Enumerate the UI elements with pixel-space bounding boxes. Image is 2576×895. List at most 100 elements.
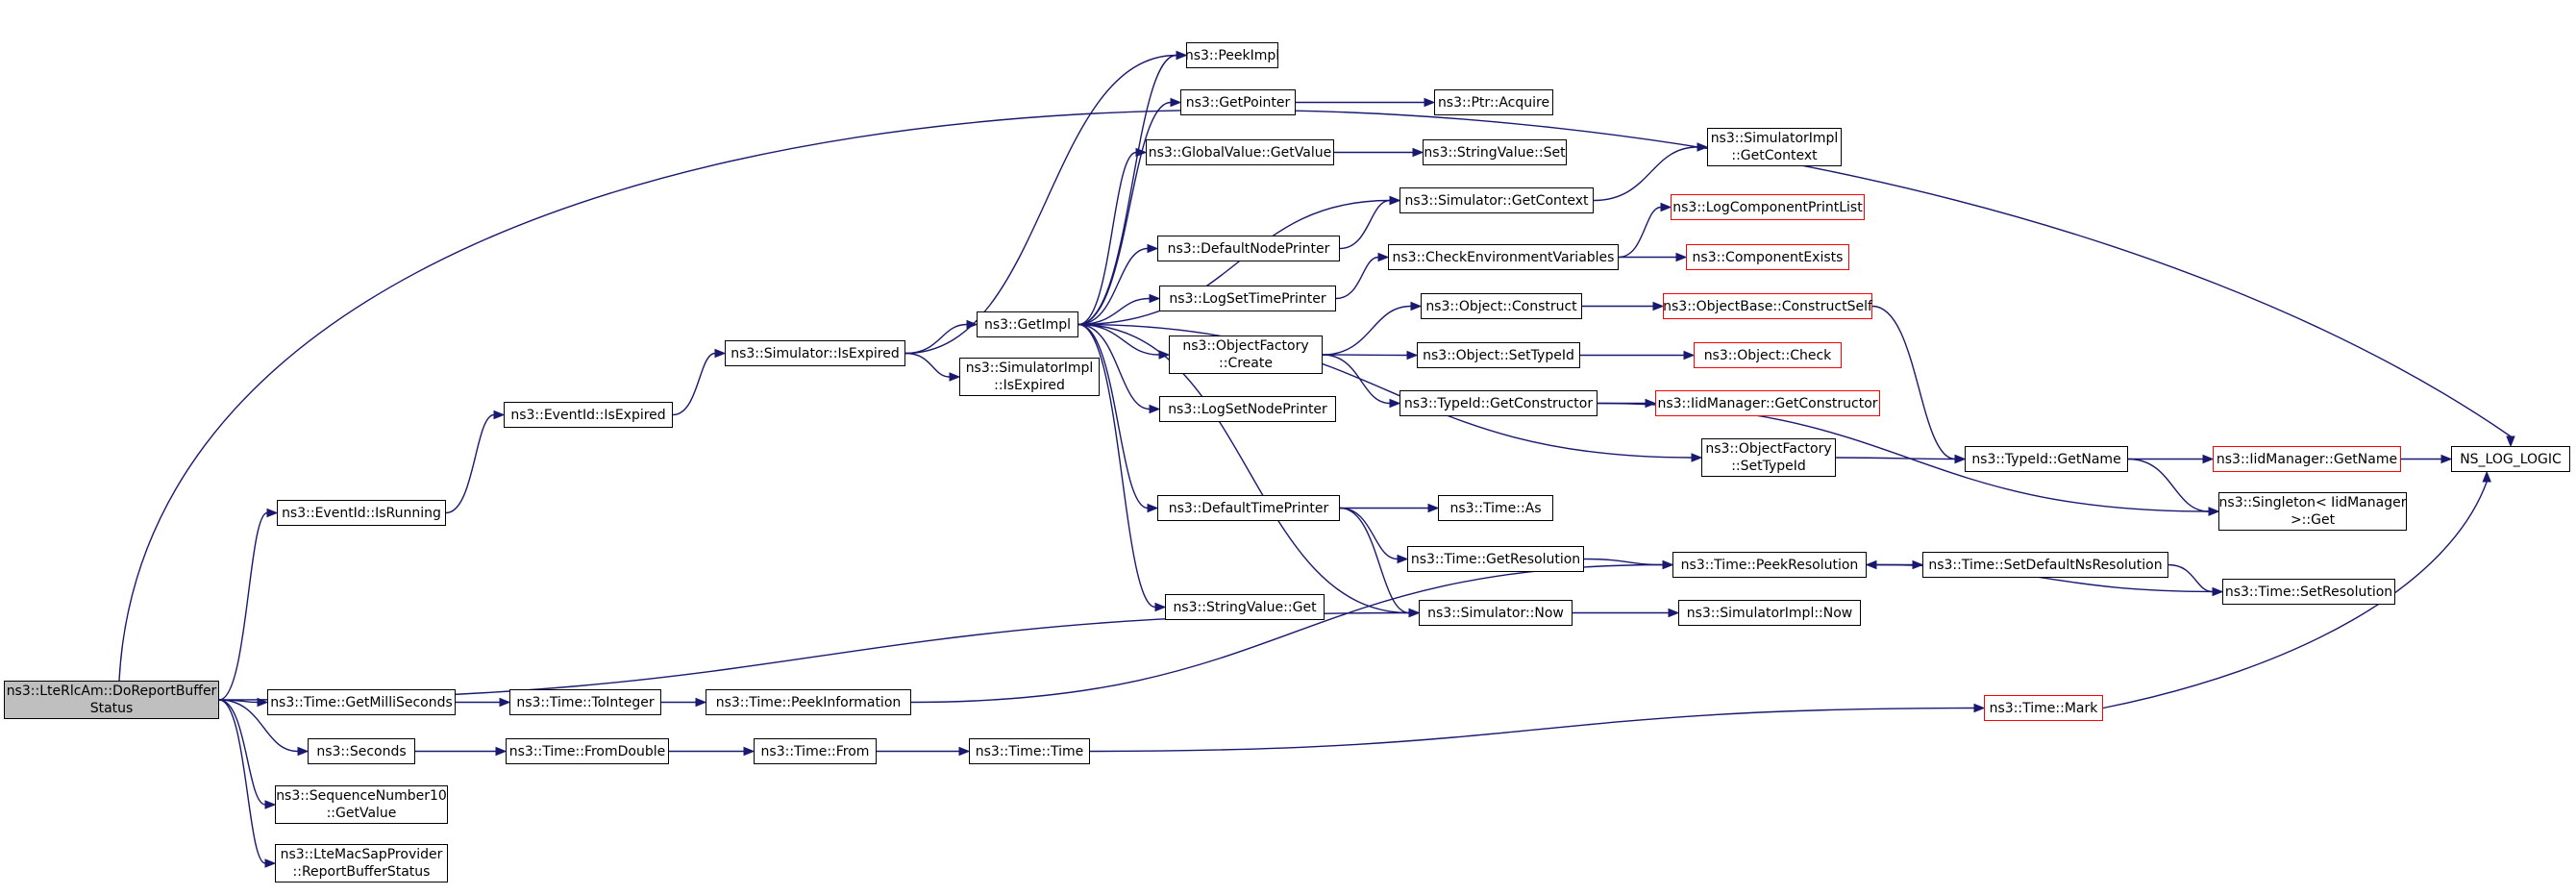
node-seconds[interactable]: ns3::Seconds [308, 738, 415, 764]
edge-arrowhead [1973, 703, 1986, 713]
node-label-line: ns3::Time::SetResolution [2224, 584, 2393, 600]
node-get-impl[interactable]: ns3::GetImpl [977, 311, 1078, 337]
node-label-line: ns3::Object::SetTypeId [1423, 347, 1574, 363]
edge-arrowhead [1176, 50, 1188, 61]
edge-arrowhead [1954, 454, 1967, 464]
edge-arrowhead [1377, 252, 1390, 262]
node-set-default-ns-res[interactable]: ns3::Time::SetDefaultNsResolution [1922, 552, 2168, 578]
node-from-double[interactable]: ns3::Time::FromDouble [506, 738, 669, 764]
node-to-integer[interactable]: ns3::Time::ToInteger [509, 689, 661, 715]
node-tid-get-constructor[interactable]: ns3::TypeId::GetConstructor [1399, 390, 1598, 416]
node-label-line: ns3::Time::PeekInformation [715, 694, 902, 710]
node-label-line: ns3::StringValue::Set [1424, 144, 1566, 161]
node-sim-impl-is-expired[interactable]: ns3::SimulatorImpl::IsExpired [959, 358, 1100, 396]
node-time-get-resolution[interactable]: ns3::Time::GetResolution [1407, 546, 1584, 572]
edge-arrowhead [493, 410, 506, 420]
edge-arrowhead [958, 746, 971, 757]
node-label-line: ns3::Time::FromDouble [508, 743, 666, 759]
node-of-set-type-id[interactable]: ns3::ObjectFactory::SetTypeId [1701, 438, 1836, 477]
node-time-time[interactable]: ns3::Time::Time [969, 738, 1090, 764]
node-get-pointer[interactable]: ns3::GetPointer [1180, 89, 1296, 115]
node-obj-check[interactable]: ns3::Object::Check [1694, 342, 1842, 368]
node-tid-get-name[interactable]: ns3::TypeId::GetName [1965, 446, 2128, 472]
node-peek-impl[interactable]: ns3::PeekImpl [1185, 42, 1279, 68]
node-iid-get-name[interactable]: ns3::IidManager::GetName [2213, 446, 2401, 472]
edge-arrowhead [264, 800, 277, 809]
node-singleton-get[interactable]: ns3::Singleton< IidManager >::Get [2218, 492, 2407, 531]
node-peek-info[interactable]: ns3::Time::PeekInformation [706, 689, 911, 715]
edge-ofSetTypeId-to-tidGetName [1835, 457, 1956, 460]
node-sv-set[interactable]: ns3::StringValue::Set [1423, 139, 1567, 165]
edge-root-to-nsLogLogic [118, 109, 2512, 682]
edge-getImpl-to-peekImpl [1077, 54, 1177, 326]
node-log-set-time-printer[interactable]: ns3::LogSetTimePrinter [1159, 286, 1336, 311]
edge-arrowhead [495, 746, 508, 757]
edge-simGetContext-to-simImplGetContext [1593, 146, 1698, 202]
edge-getImpl-to-defaultTimePrinter [1077, 323, 1149, 510]
node-default-node-printer[interactable]: ns3::DefaultNodePrinter [1157, 236, 1340, 261]
node-label-line: ns3::Simulator::GetContext [1404, 192, 1589, 209]
node-label-line: ns3::DefaultNodePrinter [1167, 240, 1330, 257]
node-log-comp-print-list[interactable]: ns3::LogComponentPrintList [1671, 194, 1865, 220]
node-label-line: ns3::TypeId::GetConstructor [1403, 395, 1594, 411]
node-label-line: ns3::SimulatorImpl [965, 360, 1094, 376]
node-of-create[interactable]: ns3::ObjectFactory::Create [1169, 336, 1323, 374]
node-label-line: ns3::Seconds [316, 743, 407, 759]
node-set-resolution[interactable]: ns3::Time::SetResolution [2222, 579, 2395, 605]
edge-arrowhead [257, 697, 269, 708]
node-time-from[interactable]: ns3::Time::From [754, 738, 877, 764]
node-label-line: ns3::LteRlcAm::DoReportBuffer [6, 684, 217, 699]
node-component-exists[interactable]: ns3::ComponentExists [1686, 244, 1849, 270]
node-sim-now[interactable]: ns3::Simulator::Now [1419, 600, 1573, 626]
node-time-as[interactable]: ns3::Time::As [1438, 495, 1553, 521]
edge-arrowhead [1149, 404, 1161, 414]
edge-timeTime-to-timeMark [1089, 707, 1975, 753]
edge-arrowhead [1410, 301, 1423, 311]
node-sim-impl-get-context[interactable]: ns3::SimulatorImpl::GetContext [1707, 128, 1842, 166]
node-ptr-acquire[interactable]: ns3::Ptr::Acquire [1434, 89, 1553, 115]
edge-ofCreate-to-objConstruct [1322, 305, 1412, 356]
node-sim-impl-now[interactable]: ns3::SimulatorImpl::Now [1678, 600, 1861, 626]
edge-defaultTimePrinter-to-simNow [1339, 507, 1410, 614]
edge-getImpl-to-logSetNodePrinter [1077, 323, 1151, 410]
edge-arrowhead [2208, 507, 2220, 516]
node-event-is-expired[interactable]: ns3::EventId::IsExpired [504, 402, 673, 428]
node-label-line: ns3::Time::Mark [1989, 700, 2098, 716]
edge-root-to-seqGetValue [218, 699, 266, 806]
node-time-mark[interactable]: ns3::Time::Mark [1984, 695, 2103, 721]
node-label-line: ::Create [1219, 356, 1273, 371]
node-check-env[interactable]: ns3::CheckEnvironmentVariables [1388, 244, 1619, 270]
node-label-line: ns3::Time::From [760, 743, 870, 759]
edge-arrowhead [1645, 398, 1657, 409]
node-sim-get-context[interactable]: ns3::Simulator::GetContext [1399, 187, 1594, 213]
node-log-set-node-printer[interactable]: ns3::LogSetNodePrinter [1159, 396, 1336, 422]
node-label-line: ns3::GetImpl [983, 316, 1071, 333]
node-seq-get-value[interactable]: ns3::SequenceNumber10::GetValue [275, 785, 448, 824]
node-is-running[interactable]: ns3::EventId::IsRunning [277, 500, 446, 526]
edge-root-to-seconds [218, 699, 299, 753]
edge-root-to-reportBuffer [218, 699, 266, 864]
edge-arrowhead [1147, 503, 1159, 513]
node-get-milli[interactable]: ns3::Time::GetMilliSeconds [267, 689, 456, 715]
node-ns-log-logic[interactable]: NS_LOG_LOGIC [2451, 446, 2570, 472]
node-default-time-printer[interactable]: ns3::DefaultTimePrinter [1157, 495, 1340, 521]
node-label-line: ns3::ObjectBase::ConstructSelf [1663, 298, 1872, 314]
node-iid-get-constructor[interactable]: ns3::IidManager::GetConstructor [1655, 390, 1880, 416]
node-label-line: ::GetContext [1731, 148, 1818, 163]
node-sv-get[interactable]: ns3::StringValue::Get [1165, 594, 1325, 620]
node-report-buffer[interactable]: ns3::LteMacSapProvider::ReportBufferStat… [275, 844, 448, 883]
node-label-line: ns3::EventId::IsRunning [282, 505, 441, 521]
node-obj-set-type-id[interactable]: ns3::Object::SetTypeId [1417, 342, 1580, 368]
edge-arrowhead [1154, 602, 1167, 612]
node-ob-construct-self[interactable]: ns3::ObjectBase::ConstructSelf [1663, 293, 1872, 319]
node-label-line: ns3::Ptr::Acquire [1437, 94, 1550, 111]
node-sim-is-expired[interactable]: ns3::Simulator::IsExpired [725, 340, 905, 366]
node-gv-get-value[interactable]: ns3::GlobalValue::GetValue [1146, 139, 1334, 165]
node-label-line: ::SetTypeId [1731, 459, 1806, 474]
edge-defaultTimePrinter-to-timeGetResolution [1339, 507, 1399, 560]
edge-eventIsExpired-to-simIsExpired [672, 352, 716, 416]
node-obj-construct[interactable]: ns3::Object::Construct [1421, 293, 1582, 319]
node-peek-resolution[interactable]: ns3::Time::PeekResolution [1672, 552, 1867, 578]
edge-simIsExpired-to-getImpl [904, 323, 968, 355]
edge-getImpl-to-ofCreate [1077, 323, 1160, 356]
